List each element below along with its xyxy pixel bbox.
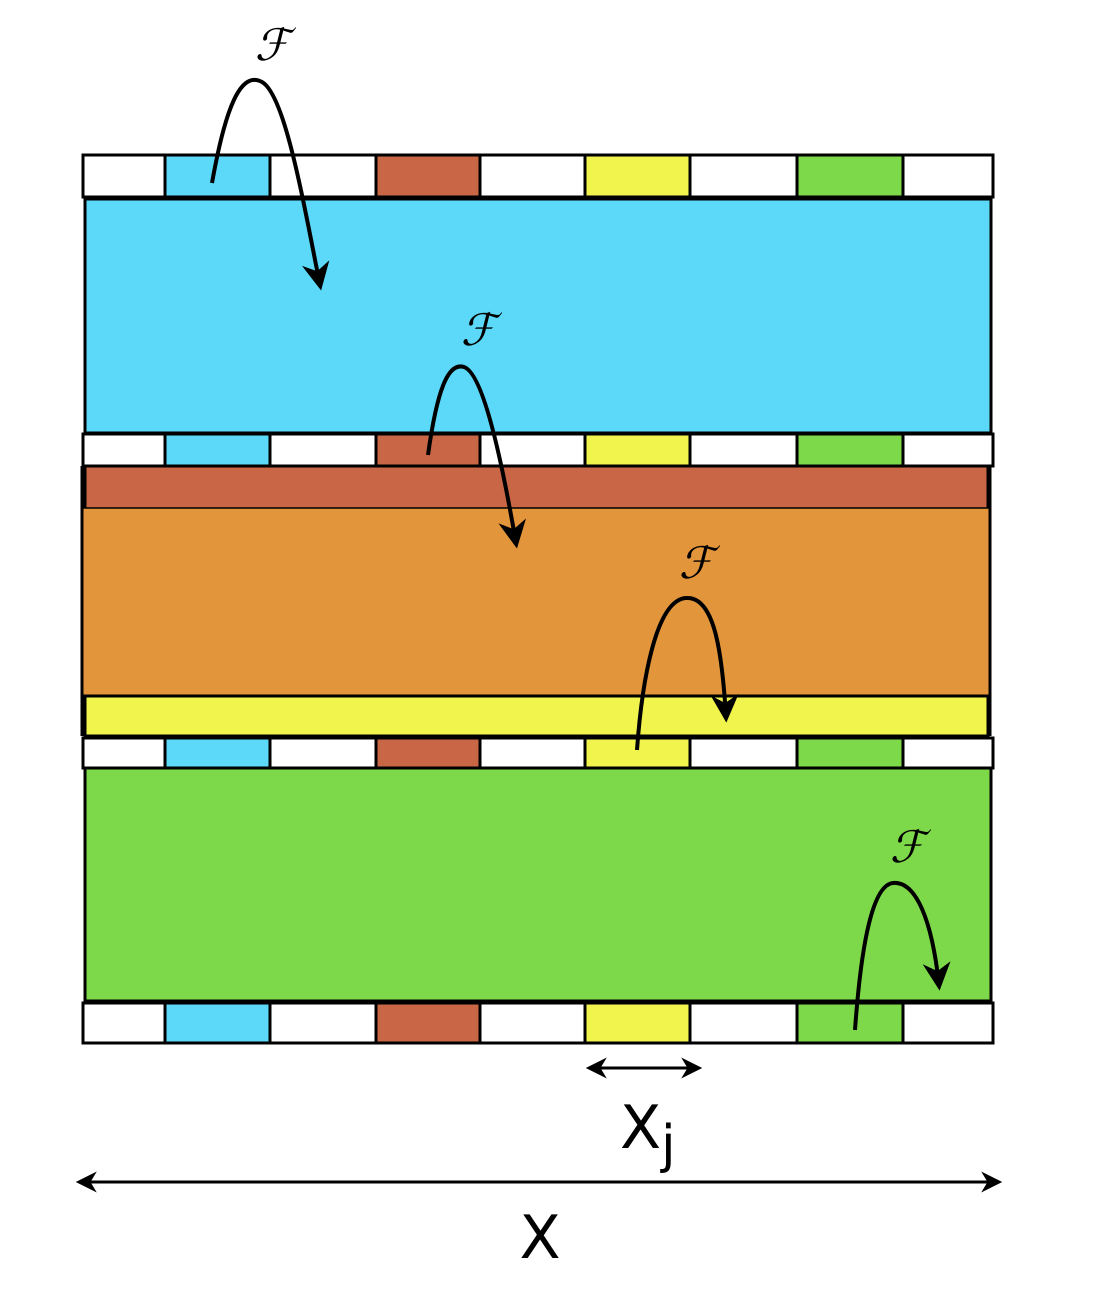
segment-width-label-main: X bbox=[620, 1093, 661, 1163]
strip-row-bottom bbox=[81, 1001, 995, 1045]
strip-cell-white bbox=[81, 1001, 167, 1045]
cyan-band bbox=[83, 197, 993, 435]
strip-cell-green bbox=[795, 153, 905, 199]
brown-band bbox=[83, 464, 990, 512]
total-width-label: X bbox=[519, 1203, 560, 1273]
strip-cell-green bbox=[795, 432, 905, 468]
strip-cell-white bbox=[268, 1001, 378, 1045]
strip-row-second bbox=[81, 432, 995, 468]
strip-cell-green bbox=[795, 1001, 905, 1045]
strip-cell-cyan bbox=[163, 736, 272, 770]
f-arrow-4 bbox=[853, 880, 951, 1031]
strip-cell-white bbox=[688, 736, 799, 770]
strip-cell-white bbox=[688, 1001, 799, 1045]
strip-cell-white bbox=[81, 432, 167, 468]
orange-band bbox=[82, 508, 990, 696]
yellow-band bbox=[83, 694, 990, 738]
strip-cell-yellow bbox=[583, 153, 692, 199]
strip-cell-brown bbox=[374, 1001, 482, 1045]
strip-cell-brown bbox=[374, 736, 482, 770]
strip-cell-white bbox=[81, 736, 167, 770]
strip-row-third bbox=[81, 736, 995, 770]
strip-cell-white bbox=[901, 432, 995, 468]
strip-cell-white bbox=[478, 1001, 587, 1045]
f-arrow-3 bbox=[635, 595, 739, 751]
strip-cell-brown bbox=[374, 153, 482, 199]
strip-cell-yellow bbox=[583, 432, 692, 468]
segment-width-label: Xj bbox=[620, 1093, 676, 1175]
strip-cell-white bbox=[478, 736, 587, 770]
strip-cell-white bbox=[478, 153, 587, 199]
strip-cell-white bbox=[901, 736, 995, 770]
strip-cell-white bbox=[268, 432, 378, 468]
strip-cell-green bbox=[795, 736, 905, 770]
strip-row-top bbox=[81, 153, 995, 199]
strip-cell-cyan bbox=[163, 1001, 272, 1045]
strip-cell-cyan bbox=[163, 432, 272, 468]
strip-cell-white bbox=[268, 736, 378, 770]
f-arrow-1 bbox=[210, 78, 330, 291]
strip-cell-white bbox=[688, 432, 799, 468]
strip-cell-white bbox=[688, 153, 799, 199]
f-label-1: ℱ bbox=[255, 20, 297, 71]
strip-cell-yellow bbox=[583, 1001, 692, 1045]
strip-cell-white bbox=[81, 153, 167, 199]
green-band bbox=[83, 766, 993, 1003]
f-arrow-2 bbox=[426, 364, 526, 549]
segment-width-label-subscript: j bbox=[660, 1115, 675, 1175]
strip-cell-white bbox=[901, 153, 995, 199]
strip-cell-white bbox=[901, 1001, 995, 1045]
strip-cell-white bbox=[268, 153, 378, 199]
